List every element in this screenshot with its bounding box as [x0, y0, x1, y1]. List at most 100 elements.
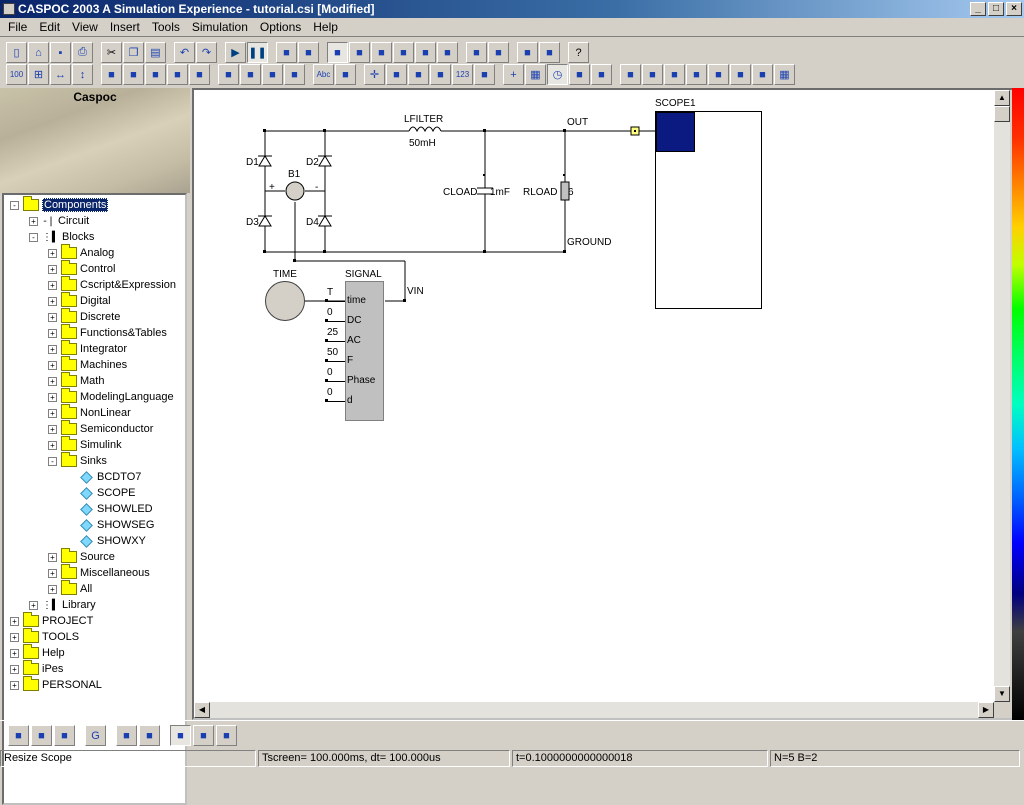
tree-view-button[interactable]: ■ [31, 725, 52, 746]
expand-icon[interactable]: + [48, 584, 57, 594]
expand-icon[interactable]: + [48, 344, 57, 354]
tree-item-blocks[interactable]: -⋮▌Blocks [29, 229, 94, 245]
expand-icon[interactable]: + [48, 328, 57, 338]
scroll-right-button[interactable]: ▶ [978, 702, 994, 718]
select-button[interactable]: ■ [349, 42, 370, 63]
signal-input-value[interactable]: 50 [327, 347, 339, 358]
tree-item-project[interactable]: +PROJECT [10, 612, 93, 629]
export-button[interactable]: ■ [466, 42, 487, 63]
component-tree[interactable]: -Components+-|Circuit-⋮▌Blocks+Analog+Co… [2, 193, 187, 805]
tree-item-components[interactable]: -Components [10, 196, 109, 213]
connect-button[interactable]: ■ [430, 64, 451, 85]
expand-icon[interactable]: + [48, 552, 57, 562]
expand-icon[interactable]: + [48, 280, 57, 290]
horizontal-scrollbar[interactable]: ◀ ▶ [194, 702, 994, 718]
stop-button[interactable]: ■ [620, 64, 641, 85]
list-button[interactable]: ■ [371, 42, 392, 63]
expand-icon[interactable]: + [10, 680, 19, 690]
tree-item-showxy[interactable]: SHOWXY [67, 533, 146, 549]
zoom-width-button[interactable]: ↔ [50, 64, 71, 85]
tree-item-cscriptexpression[interactable]: +Cscript&Expression [48, 276, 176, 293]
tree-item-math[interactable]: +Math [48, 372, 104, 389]
text-button[interactable]: Abc [313, 64, 334, 85]
tree-item-semiconductor[interactable]: +Semiconductor [48, 420, 153, 437]
redo-button[interactable]: ↷ [196, 42, 217, 63]
grid-button[interactable]: ▦ [525, 64, 546, 85]
ground-button[interactable]: ■ [189, 64, 210, 85]
collapse-icon[interactable]: - [29, 232, 38, 242]
tree-item-functionstables[interactable]: +Functions&Tables [48, 324, 167, 341]
chip-button[interactable]: ■ [708, 64, 729, 85]
tree-item-modelinglanguage[interactable]: +ModelingLanguage [48, 388, 174, 405]
expand-icon[interactable]: + [48, 408, 57, 418]
components-button[interactable]: ■ [8, 725, 29, 746]
copy-button[interactable]: ❐ [123, 42, 144, 63]
fill-button[interactable]: ■ [569, 64, 590, 85]
chip2-button[interactable]: ■ [730, 64, 751, 85]
tree-item-ipes[interactable]: +iPes [10, 660, 63, 677]
node-button[interactable]: ■ [101, 64, 122, 85]
open-button[interactable]: ⌂ [28, 42, 49, 63]
contrast-button[interactable]: ■ [591, 64, 612, 85]
tree-item-bcdto7[interactable]: BCDTO7 [67, 469, 141, 485]
network-button[interactable]: ■ [262, 64, 283, 85]
tree-item-analog[interactable]: +Analog [48, 244, 114, 261]
tree-item-sinks[interactable]: -Sinks [48, 452, 107, 469]
signal-input-value[interactable]: 0 [327, 367, 333, 378]
table-button[interactable]: ▦ [774, 64, 795, 85]
tree-item-showseg[interactable]: SHOWSEG [67, 517, 154, 533]
run-button[interactable]: ▶ [225, 42, 246, 63]
tree-item-simulink[interactable]: +Simulink [48, 436, 122, 453]
zoom-fit-button[interactable]: ⊞ [28, 64, 49, 85]
expand-icon[interactable]: + [10, 664, 19, 674]
component-button[interactable]: ■ [145, 64, 166, 85]
tree-button[interactable]: ■ [393, 42, 414, 63]
expand-icon[interactable]: + [48, 248, 57, 258]
scope-window[interactable] [655, 111, 762, 309]
tree-item-tools[interactable]: +TOOLS [10, 628, 79, 645]
pen-button[interactable]: ■ [284, 64, 305, 85]
probe-button[interactable]: ■ [298, 42, 319, 63]
windows-button[interactable]: ■ [116, 725, 137, 746]
tree-item-discrete[interactable]: +Discrete [48, 308, 120, 325]
expand-icon[interactable]: + [48, 424, 57, 434]
expand-icon[interactable]: + [10, 632, 19, 642]
tools-button[interactable]: ■ [216, 725, 237, 746]
expand-icon[interactable]: + [10, 616, 19, 626]
expand-icon[interactable]: + [48, 360, 57, 370]
expand-icon[interactable]: + [29, 216, 38, 226]
menu-file[interactable]: File [8, 19, 28, 34]
maximize-button[interactable]: □ [988, 2, 1004, 16]
zoom-height-button[interactable]: ↕ [72, 64, 93, 85]
tree-item-help[interactable]: +Help [10, 644, 65, 661]
undo-button[interactable]: ↶ [174, 42, 195, 63]
cross-button[interactable]: ✛ [364, 64, 385, 85]
arrow2-button[interactable]: ■ [408, 64, 429, 85]
expand-icon[interactable]: + [29, 600, 38, 610]
signal-input-value[interactable]: 0 [327, 387, 333, 398]
menu-options[interactable]: Options [259, 19, 302, 34]
tree-item-circuit[interactable]: +-|Circuit [29, 213, 89, 229]
minimize-button[interactable]: _ [970, 2, 986, 16]
tree-item-machines[interactable]: +Machines [48, 356, 127, 373]
folder-view-button[interactable]: ■ [193, 725, 214, 746]
close-button[interactable]: × [1006, 2, 1022, 16]
import-button[interactable]: ■ [437, 42, 458, 63]
app-icon[interactable] [3, 3, 15, 15]
align-button[interactable]: ■ [415, 42, 436, 63]
paste-button[interactable]: ▤ [145, 42, 166, 63]
tree-item-digital[interactable]: +Digital [48, 292, 111, 309]
graph-button[interactable]: ■ [335, 64, 356, 85]
menu-edit[interactable]: Edit [39, 19, 61, 34]
properties-button[interactable]: ■ [488, 42, 509, 63]
pause-button[interactable]: ❚❚ [247, 42, 268, 63]
collapse-icon[interactable]: - [10, 200, 19, 210]
signal-input-value[interactable]: 25 [327, 327, 339, 338]
expand-icon[interactable]: + [48, 568, 57, 578]
split-button[interactable]: ■ [139, 725, 160, 746]
cut-button[interactable]: ✂ [101, 42, 122, 63]
time-block[interactable] [265, 281, 305, 321]
tree-item-source[interactable]: +Source [48, 548, 115, 565]
layout-button[interactable]: ■ [664, 64, 685, 85]
menu-insert[interactable]: Insert [109, 19, 140, 34]
